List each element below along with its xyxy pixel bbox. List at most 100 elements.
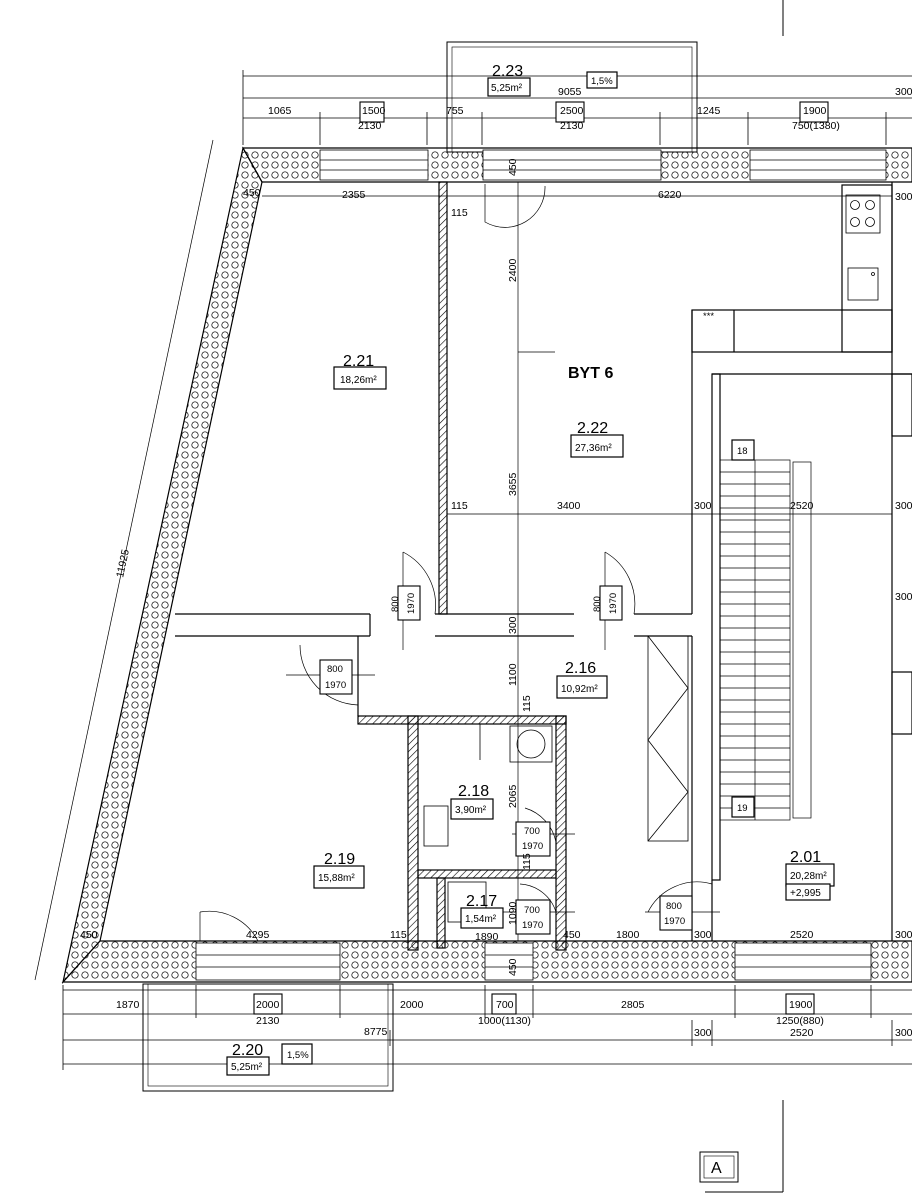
dim-text: 2130 (256, 1015, 280, 1027)
dim-text: 300 (694, 500, 712, 512)
slope-2-23: 1,5% (591, 76, 613, 87)
internal-dimension-lines (34, 139, 912, 981)
stair-step-bottom: 19 (737, 803, 748, 814)
dim-text: 2355 (342, 189, 366, 201)
room-id-2-18: 2.18 (458, 783, 489, 800)
windows-top (319, 149, 887, 181)
exterior-wall-left (61, 146, 263, 985)
dim-text: 1250(880) (776, 1015, 824, 1027)
level-2-01: +2,995 (790, 888, 821, 899)
dim-text: 1900 (803, 105, 827, 117)
dim-text: 300 (895, 591, 912, 603)
room-area-2-16: 10,92m² (561, 684, 598, 695)
dim-text: 755 (446, 105, 464, 117)
dim-text: 300 (895, 929, 912, 941)
dim-text: 115 (390, 929, 407, 941)
room-id-2-22: 2.22 (577, 420, 608, 437)
dim-text: 450 (507, 958, 519, 976)
room-area-2-22: 27,36m² (575, 443, 612, 454)
room-area-2-01: 20,28m² (790, 871, 827, 882)
dim-text: 1500 (362, 105, 386, 117)
slope-2-20: 1,5% (287, 1050, 309, 1061)
dim-text: 1090 (507, 901, 519, 925)
dim-text: 2400 (507, 258, 519, 282)
room-area-2-21: 18,26m² (340, 375, 377, 386)
room-id-2-19: 2.19 (324, 851, 355, 868)
room-id-2-21: 2.21 (343, 353, 374, 370)
dim-text: 1870 (116, 999, 140, 1011)
room-label-boxes (226, 71, 835, 1076)
door-label-height: 1970 (522, 841, 543, 852)
dim-text: 2520 (790, 929, 814, 941)
dim-text: 1900 (789, 999, 813, 1011)
staircase (719, 459, 812, 821)
dim-text: 11925 (114, 548, 132, 578)
dim-text: 300 (895, 1027, 912, 1039)
door-label-width: 800 (592, 596, 603, 612)
room-area-2-23: 5,25m² (491, 83, 523, 94)
door-label-width: 700 (524, 826, 540, 837)
dim-text: 115 (521, 853, 533, 870)
windows-bottom (195, 942, 872, 981)
dim-text: 300 (507, 616, 519, 634)
room-area-2-18: 3,90m² (455, 805, 487, 816)
dim-text: 300 (694, 1027, 712, 1039)
dim-text: 2130 (560, 120, 584, 132)
dim-text: 450 (243, 187, 261, 199)
dim-text: 115 (451, 500, 468, 512)
dim-text: 2130 (358, 120, 382, 132)
door-label-height: 1970 (664, 916, 685, 927)
dim-text: 300 (895, 191, 912, 203)
dim-text: 115 (521, 695, 533, 712)
stair-step-top: 18 (737, 446, 748, 457)
interior-walls (175, 181, 912, 951)
dim-text: 450 (80, 929, 98, 941)
dim-text: 300 (895, 500, 912, 512)
dim-text: 1245 (697, 105, 721, 117)
dim-text: 1065 (268, 105, 292, 117)
dim-text: 1800 (616, 929, 640, 941)
door-label-width: 800 (666, 901, 682, 912)
bottom-dimensions (62, 985, 912, 1070)
room-area-2-20: 5,25m² (231, 1062, 263, 1073)
door-label-height: 1970 (406, 593, 417, 614)
sink-icon (847, 267, 879, 301)
dim-text: 2065 (507, 784, 519, 808)
room-id-2-23: 2.23 (492, 63, 523, 80)
dim-text: 300 (895, 86, 912, 98)
dim-text: 115 (451, 207, 468, 219)
dim-text: 1100 (507, 663, 519, 686)
door-label-width: 700 (524, 905, 540, 916)
dim-text: 2000 (400, 999, 424, 1011)
dim-text: 3400 (557, 500, 581, 512)
dim-text: 2000 (256, 999, 280, 1011)
dim-text: 9055 (558, 86, 582, 98)
cooktop-icon (845, 194, 881, 234)
room-id-2-17: 2.17 (466, 893, 497, 910)
door-label-height: 1970 (608, 593, 619, 614)
dim-text: 750(1380) (792, 120, 840, 132)
dim-text: 2520 (790, 500, 814, 512)
dishwasher-marks: *** (703, 311, 714, 322)
room-area-2-19: 15,88m² (318, 873, 355, 884)
dim-text: 4295 (246, 929, 270, 941)
section-marker-label: A (711, 1160, 722, 1177)
door-label-height: 1970 (325, 680, 346, 691)
room-id-2-16: 2.16 (565, 660, 596, 677)
dim-text: 300 (694, 929, 712, 941)
door-label-width: 800 (390, 596, 401, 612)
dim-text: 700 (496, 999, 514, 1011)
room-id-2-20: 2.20 (232, 1042, 263, 1059)
dim-text: 8775 (364, 1026, 388, 1038)
dim-text: 2520 (790, 1027, 814, 1039)
dim-text: 2805 (621, 999, 645, 1011)
door-label-boxes (253, 101, 829, 1015)
apartment-title: BYT 6 (568, 365, 613, 382)
door-label-height: 1970 (522, 920, 543, 931)
dim-text: 450 (563, 929, 581, 941)
door-label-width: 800 (327, 664, 343, 675)
dim-text: 1890 (475, 931, 499, 943)
section-marker-box (699, 1151, 739, 1183)
dim-text: 2500 (560, 105, 584, 117)
